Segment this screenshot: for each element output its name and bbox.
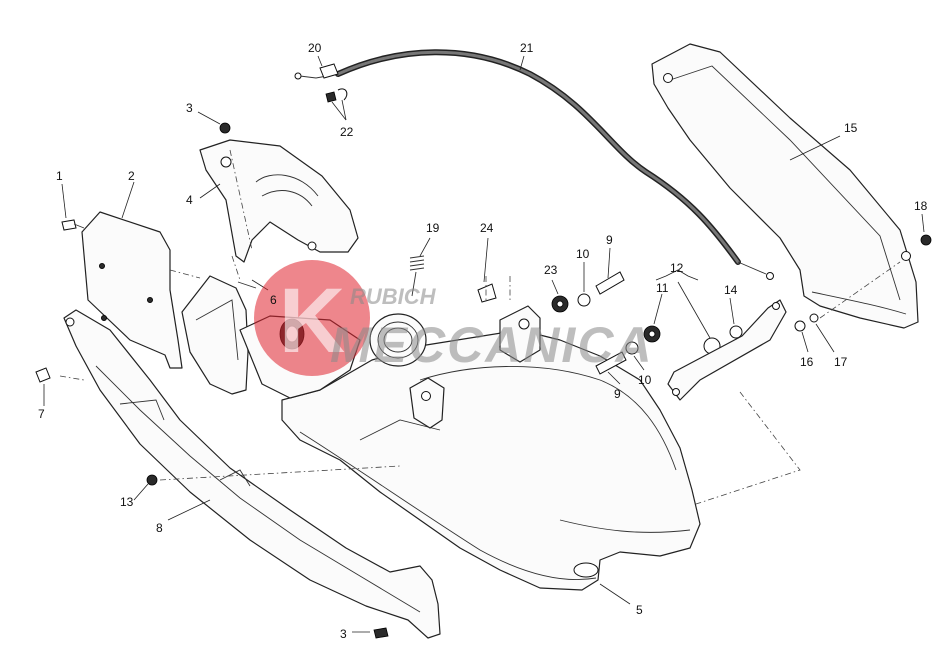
callout-2: 2: [128, 169, 135, 183]
part-15-heat-shield: [651, 43, 919, 329]
part-12-bracket: [667, 299, 787, 401]
callout-11: 11: [656, 281, 669, 295]
callout-15: 15: [844, 121, 858, 135]
callout-3: 3: [186, 101, 193, 115]
callout-19: 19: [426, 221, 440, 235]
callout-9: 9: [606, 233, 613, 247]
callout-12: 12: [670, 261, 684, 275]
callout-10: 10: [576, 247, 590, 261]
assembly-lines: [59, 149, 901, 505]
part-1-screw: [61, 219, 85, 231]
watermark-logo: K RUBICH MECCANICA: [254, 260, 654, 376]
part-18-nut: [920, 234, 932, 246]
part-20-22-fittings: [319, 63, 348, 103]
callout-13: 13: [120, 495, 134, 509]
callout-6: 6: [270, 293, 277, 307]
callout-5: 5: [636, 603, 643, 617]
part-3-screw-top: [219, 122, 231, 134]
part-4-upper-heat-shield: [199, 139, 359, 263]
mounting-bracket: [409, 305, 541, 429]
callout-16: 16: [800, 355, 814, 369]
callout-8: 8: [156, 521, 163, 535]
part-3-screw-bottom: [373, 627, 389, 639]
part-19-spring: [409, 255, 425, 297]
callout-24: 24: [480, 221, 494, 235]
watermark-brand-line2: MECCANICA: [330, 317, 654, 373]
callout-18: 18: [914, 199, 928, 213]
watermark-logo-letter: K: [279, 270, 345, 372]
callout-7: 7: [38, 407, 45, 421]
callout-4: 4: [186, 193, 193, 207]
part-2-plate: [81, 211, 183, 369]
watermark-logo-circle: [254, 260, 370, 376]
callout-3: 3: [340, 627, 347, 641]
callout-23: 23: [544, 263, 558, 277]
callout-9: 9: [614, 387, 621, 401]
callout-17: 17: [834, 355, 848, 369]
callout-10: 10: [638, 373, 652, 387]
callout-21: 21: [520, 41, 534, 55]
part-5-silencer: [281, 329, 701, 591]
callout-14: 14: [724, 283, 738, 297]
callout-22: 22: [340, 125, 354, 139]
part-8-lower-guard: [63, 309, 441, 639]
part-13-nut: [146, 474, 158, 486]
leader-lines: [43, 55, 925, 633]
part-7-grommet: [35, 367, 51, 383]
callout-labels: 1 2 3 3 4 5 6 7 8 9 9 10 10 11 12 13 14 …: [38, 41, 928, 641]
callout-20: 20: [308, 41, 322, 55]
silencer-inlet-ring: [369, 313, 427, 367]
hardware-stack: [477, 271, 819, 375]
watermark-brand-line1: RUBICH: [350, 284, 437, 309]
callout-1: 1: [56, 169, 63, 183]
